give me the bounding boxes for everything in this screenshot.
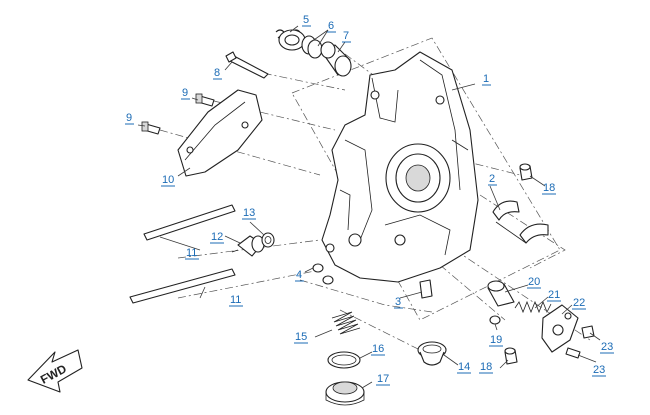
- callout-22: 22: [573, 297, 585, 309]
- o-ring-part-16: [327, 351, 361, 369]
- callout-4: 4: [296, 269, 302, 281]
- callout-23b: 23: [593, 364, 605, 376]
- washer-part-13: [261, 232, 275, 248]
- callout-9b: 9: [126, 112, 132, 124]
- callout-12: 12: [211, 231, 223, 243]
- callout-11a: 11: [186, 247, 197, 259]
- bolt-part-8: [225, 51, 269, 79]
- screw-part-12: [231, 235, 265, 257]
- callout-23a: 23: [601, 341, 613, 353]
- callout-20: 20: [528, 276, 540, 288]
- tensioner-part-22: [541, 304, 579, 353]
- callout-3: 3: [395, 296, 401, 308]
- callout-18b: 18: [480, 361, 492, 373]
- callout-13: 13: [243, 207, 255, 219]
- forward-direction-arrow-icon: FWD: [27, 349, 83, 393]
- crankcase-housing: [321, 51, 479, 283]
- callout-16: 16: [372, 343, 384, 355]
- sleeve-part-7: [320, 41, 352, 77]
- callout-9a: 9: [182, 87, 188, 99]
- callout-10: 10: [162, 174, 174, 186]
- callout-21: 21: [548, 289, 560, 301]
- dowel-part-18a: [519, 163, 533, 181]
- pin-part-19: [489, 315, 501, 325]
- leader-lines: [137, 25, 601, 389]
- callout-1: 1: [483, 73, 489, 85]
- callout-19: 19: [490, 334, 502, 346]
- callout-18a: 18: [543, 182, 555, 194]
- callout-11b: 11: [230, 294, 241, 306]
- callout-14: 14: [458, 361, 470, 373]
- bolt-part-23a: [581, 325, 595, 339]
- bolt-part-9b: [141, 121, 161, 135]
- pin-part-3: [419, 279, 433, 299]
- bearing-part-2: [492, 200, 549, 244]
- dowel-part-4: [312, 263, 334, 285]
- spring-part-21: [514, 300, 552, 314]
- stud-part-11b: [129, 268, 236, 304]
- stud-part-11a: [143, 204, 236, 241]
- callout-15: 15: [295, 331, 307, 343]
- bolt-part-9a: [195, 93, 215, 107]
- seal-rings-part-6: [301, 35, 323, 59]
- callout-2: 2: [489, 173, 495, 185]
- callout-6: 6: [328, 20, 334, 32]
- callout-labels: 1 2 3 4 5 6 7 8 9 9 10 11 11 12 13 14 15…: [125, 14, 614, 386]
- strainer-part-14: [417, 341, 447, 366]
- callout-17: 17: [377, 373, 389, 385]
- callout-5: 5: [303, 14, 309, 26]
- drain-cap-part-17: [325, 381, 365, 406]
- spring-part-15: [331, 311, 361, 335]
- sleeve-part-20: [487, 280, 515, 307]
- cover-plate-part-10: [177, 89, 263, 177]
- callout-7: 7: [343, 30, 349, 42]
- callout-8: 8: [214, 67, 220, 79]
- spring-part-5: [275, 29, 306, 51]
- bolt-part-23b: [565, 347, 581, 359]
